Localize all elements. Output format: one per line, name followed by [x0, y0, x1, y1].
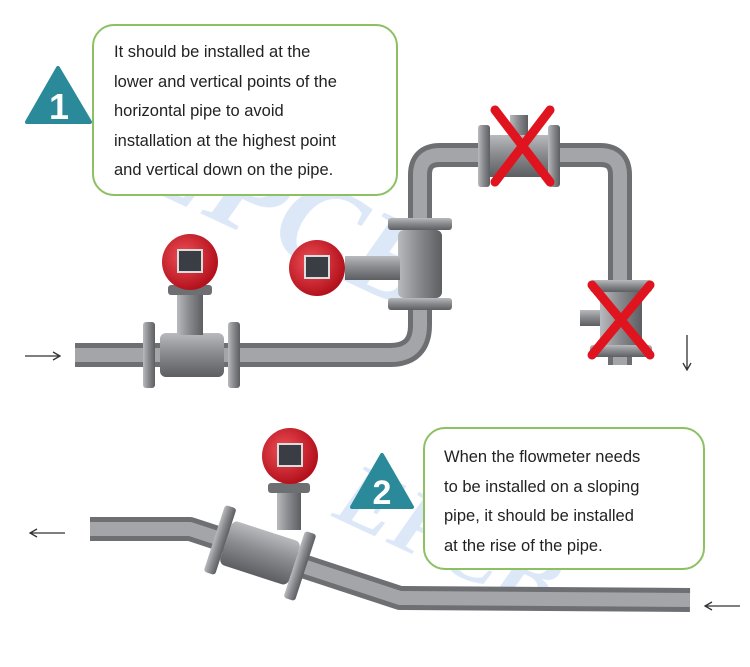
flow-arrow-left-icon — [703, 601, 740, 611]
note-line: to be installed on a sloping — [444, 477, 640, 496]
flowmeter-down-wrong — [580, 280, 655, 360]
note-line: and vertical down on the pipe. — [114, 161, 334, 179]
flow-arrow-down-icon — [682, 335, 692, 372]
note-line: at the rise of the pipe. — [444, 536, 603, 555]
step-1-badge: 1 — [25, 66, 92, 127]
pipe-system-1 — [25, 105, 692, 388]
note-line: lower and vertical points of the — [114, 72, 337, 91]
note-line: horizontal pipe to avoid — [114, 102, 284, 120]
note-line: installation at the highest point — [114, 131, 336, 150]
step-1-number: 1 — [49, 86, 69, 127]
note-line: It should be installed at the — [114, 43, 311, 61]
flowmeter-sloped — [204, 505, 316, 601]
step-2-number: 2 — [373, 474, 392, 512]
flowmeter-horizontal — [143, 234, 240, 388]
step-2-badge: 2 — [350, 453, 414, 512]
note-line: When the flowmeter needs — [444, 448, 641, 466]
note-line: pipe, it should be installed — [444, 507, 634, 525]
flowmeter-top-wrong — [478, 105, 560, 187]
step-1-note: It should be installed at the lower and … — [92, 24, 398, 196]
step-2-note: When the flowmeter needs to be installed… — [423, 427, 705, 570]
pipe-system-2 — [28, 428, 740, 612]
wrong-x-icon — [587, 280, 655, 360]
flow-arrow-left-icon — [28, 528, 65, 538]
wrong-x-icon — [490, 105, 555, 187]
flow-arrow-right-icon — [25, 351, 62, 361]
flowmeter-vertical — [289, 218, 452, 310]
